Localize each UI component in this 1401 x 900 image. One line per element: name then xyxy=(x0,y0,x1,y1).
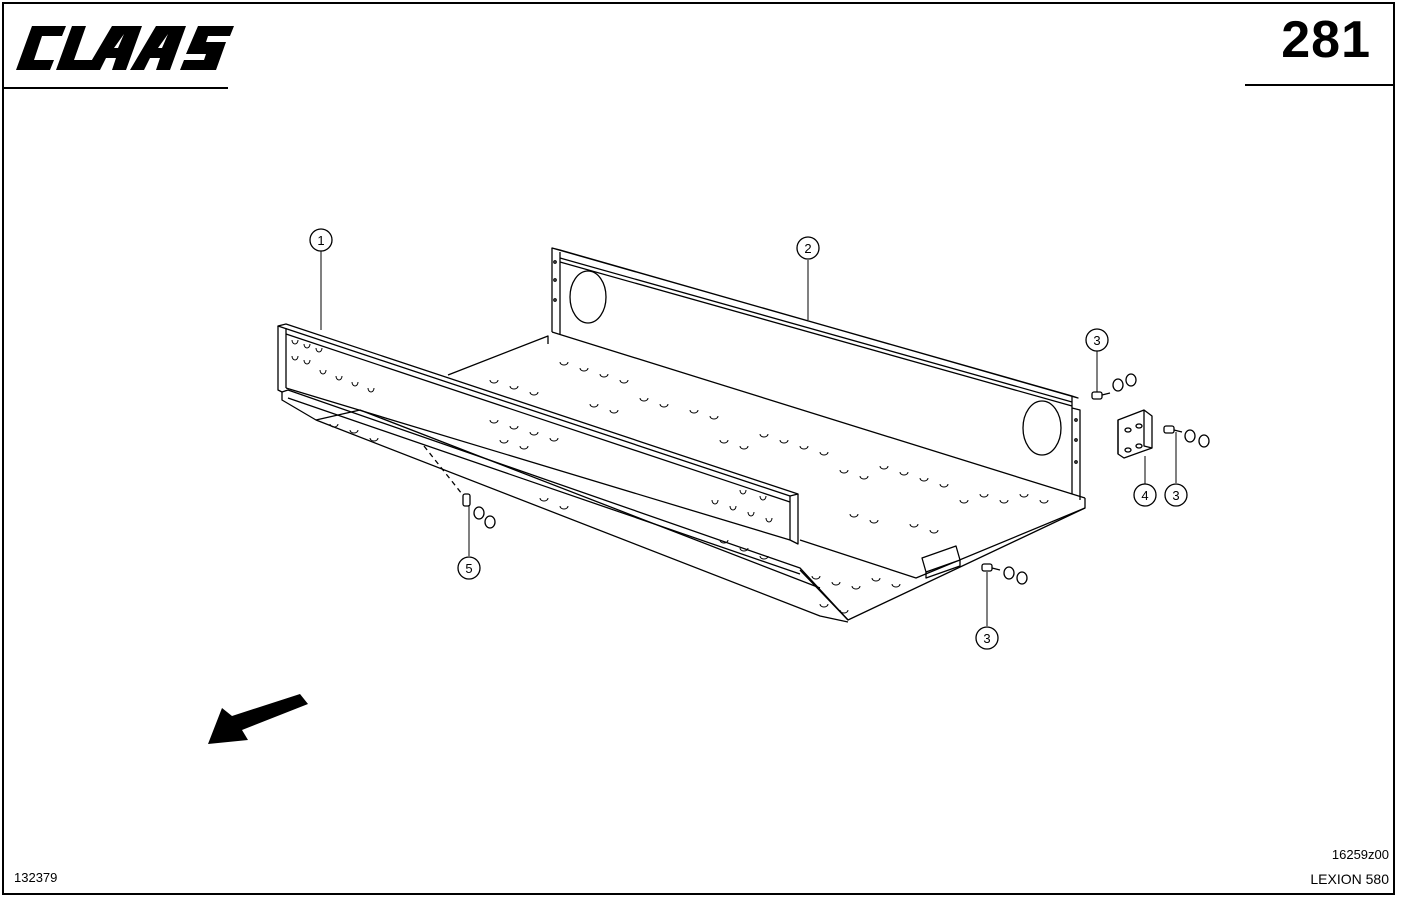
drawing-code: 16259z00 xyxy=(1331,847,1389,862)
callout-number: 5 xyxy=(465,561,472,576)
floor-plate xyxy=(447,331,1086,621)
end-bracket xyxy=(921,545,961,579)
callout-5: 5 xyxy=(457,556,481,580)
side-bracket xyxy=(1117,409,1153,459)
document-id: 132379 xyxy=(14,870,58,885)
callout-number: 1 xyxy=(317,233,324,248)
model-name: LEXION 580 xyxy=(1310,871,1389,887)
callout-number: 4 xyxy=(1141,488,1148,503)
fastener-set-side xyxy=(1163,425,1210,448)
front-side-rail xyxy=(277,323,799,545)
fastener-set-upper xyxy=(1091,373,1137,400)
page-number: 281 xyxy=(1281,11,1371,69)
leader-lines xyxy=(320,251,1177,626)
callout-2: 2 xyxy=(796,236,820,260)
rear-wall-panel xyxy=(551,247,1081,500)
fastener-set-front xyxy=(423,445,496,529)
page-number-underline xyxy=(1245,84,1395,86)
perforation-holes xyxy=(291,339,1049,614)
callout-3-upper: 3 xyxy=(1085,328,1109,352)
fastener-set-lower xyxy=(981,563,1028,585)
claas-logo xyxy=(16,26,234,70)
callout-number: 3 xyxy=(1093,333,1100,348)
callout-number: 2 xyxy=(804,241,811,256)
callout-4: 4 xyxy=(1133,483,1157,507)
callout-1: 1 xyxy=(309,228,333,252)
brand-underline xyxy=(4,87,228,89)
direction-arrow-icon xyxy=(208,694,308,744)
callout-number: 3 xyxy=(1172,488,1179,503)
callout-3-side: 3 xyxy=(1164,483,1188,507)
lower-side-plate xyxy=(281,389,849,623)
callout-number: 3 xyxy=(983,631,990,646)
callout-3-lower: 3 xyxy=(975,626,999,650)
